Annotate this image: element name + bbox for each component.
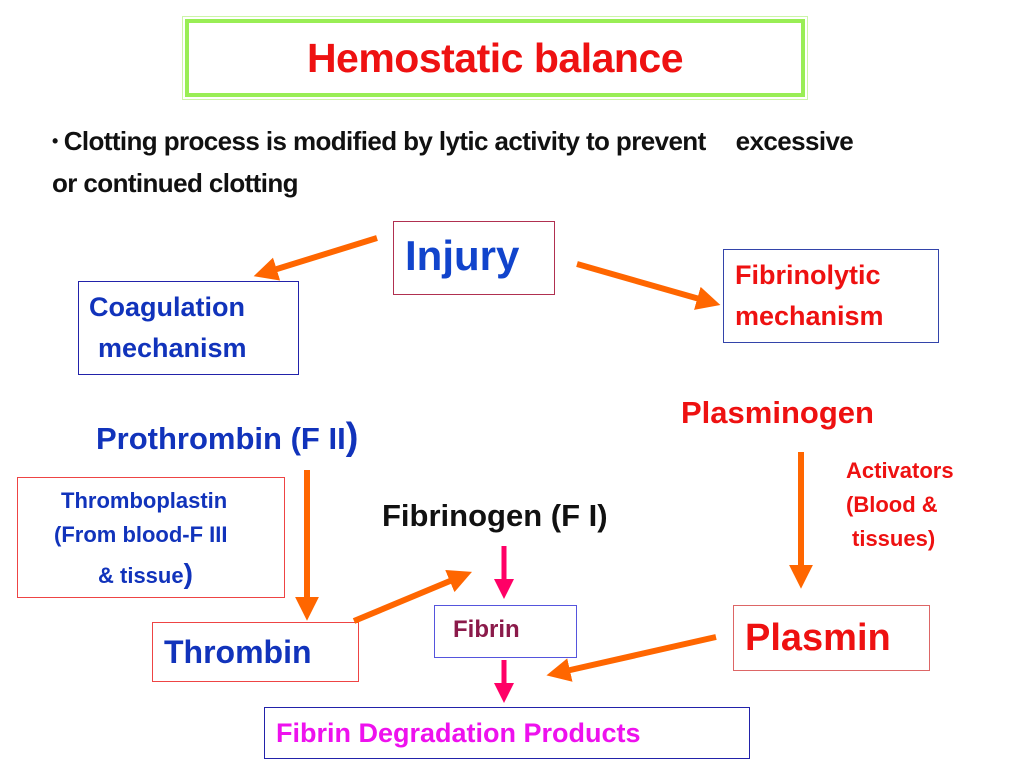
thrombin-label: Thrombin [164, 634, 312, 670]
coagulation-label-1: Coagulation [89, 292, 245, 322]
fibrinogen-label: Fibrinogen (F I) [382, 498, 608, 533]
thromboplastin-label-1: Thromboplastin [61, 488, 228, 513]
coagulation-mechanism-box: Coagulation mechanism [78, 281, 299, 375]
activators-label-2: (Blood & [846, 492, 938, 517]
thrombin-box: Thrombin [152, 622, 359, 682]
prothrombin-text: Prothrombin (F II [96, 421, 346, 456]
fdp-box: Fibrin Degradation Products [264, 707, 750, 759]
prothrombin-paren: ) [345, 416, 359, 458]
injury-box: Injury [393, 221, 555, 295]
plasminogen-label: Plasminogen [681, 395, 874, 430]
plasmin-box: Plasmin [733, 605, 930, 671]
intro-line1-end: excessive [735, 126, 854, 156]
intro-line2: or continued clotting [52, 168, 299, 198]
fdp-label: Fibrin Degradation Products [276, 718, 641, 748]
fibrinolytic-mechanism-box: Fibrinolytic mechanism [723, 249, 939, 343]
slide-title: Hemostatic balance [306, 34, 684, 81]
thromboplastin-text-3: & tissue [98, 563, 184, 588]
activators-label-3: tissues) [852, 526, 936, 551]
intro-text: •Clotting process is modified by lytic a… [52, 120, 1012, 204]
title-box: Hemostatic balance [182, 16, 808, 100]
bullet-icon: • [52, 131, 58, 151]
thromboplastin-label-3: & tissue) [98, 558, 193, 590]
fibrinolytic-label-2: mechanism [735, 301, 884, 331]
arrow-injury-to-coagulation [253, 235, 378, 281]
activators-label-1: Activators [846, 458, 954, 483]
activators-label: Activators (Blood & tissues) [846, 454, 954, 556]
arrow-plasmin-to-fibrin [546, 634, 717, 682]
thromboplastin-label-2: (From blood-F III [54, 522, 228, 547]
fibrin-label: Fibrin [453, 616, 520, 643]
fibrin-box: Fibrin [434, 605, 577, 658]
injury-label: Injury [405, 232, 520, 279]
thromboplastin-box: Thromboplastin (From blood-F III & tissu… [17, 477, 285, 598]
thromboplastin-paren: ) [183, 558, 193, 589]
fibrinolytic-label-1: Fibrinolytic [735, 260, 881, 290]
prothrombin-label: Prothrombin (F II) [96, 416, 358, 459]
coagulation-label-2: mechanism [98, 333, 247, 363]
plasmin-label: Plasmin [745, 617, 891, 659]
arrow-injury-to-fibrinolytic [576, 261, 721, 310]
intro-line1: Clotting process is modified by lytic ac… [63, 126, 707, 156]
